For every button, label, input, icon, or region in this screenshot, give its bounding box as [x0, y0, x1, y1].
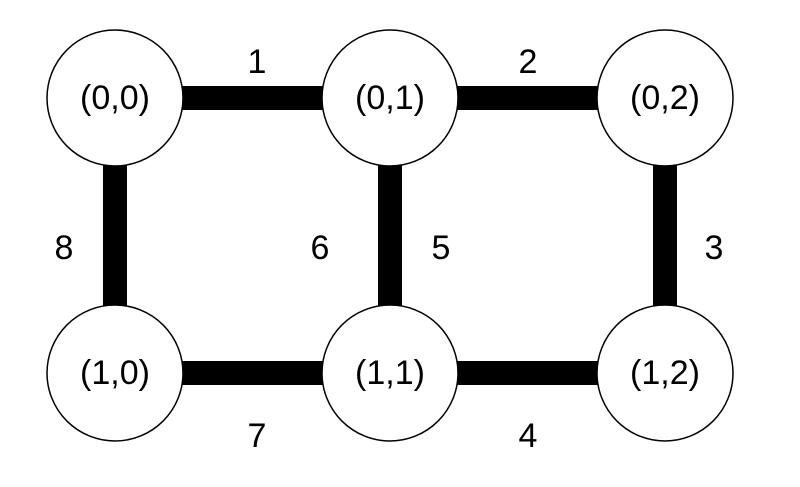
edge-label: 7	[248, 417, 267, 455]
edge-label: 4	[519, 417, 538, 455]
graph-node: (1,0)	[46, 304, 184, 442]
node-label: (0,2)	[630, 79, 700, 117]
node-circle	[596, 304, 734, 442]
node-circle	[46, 29, 184, 167]
graph-node: (0,1)	[321, 29, 459, 167]
graph-node: (0,0)	[46, 29, 184, 167]
node-label: (1,2)	[630, 354, 700, 392]
edge-label: 3	[705, 229, 724, 267]
node-label: (0,0)	[80, 79, 150, 117]
graph-node: (1,2)	[596, 304, 734, 442]
node-circle	[321, 29, 459, 167]
graph-node: (0,2)	[596, 29, 734, 167]
node-circle	[596, 29, 734, 167]
edge-label: 1	[248, 43, 267, 81]
node-circle	[46, 304, 184, 442]
node-label: (1,1)	[355, 354, 425, 392]
edge-label: 6	[311, 229, 330, 267]
node-label: (1,0)	[80, 354, 150, 392]
edge-label: 5	[432, 229, 451, 267]
node-circle	[321, 304, 459, 442]
graph-node: (1,1)	[321, 304, 459, 442]
edge-label: 2	[519, 43, 538, 81]
node-label: (0,1)	[355, 79, 425, 117]
edge-label: 8	[55, 229, 74, 267]
